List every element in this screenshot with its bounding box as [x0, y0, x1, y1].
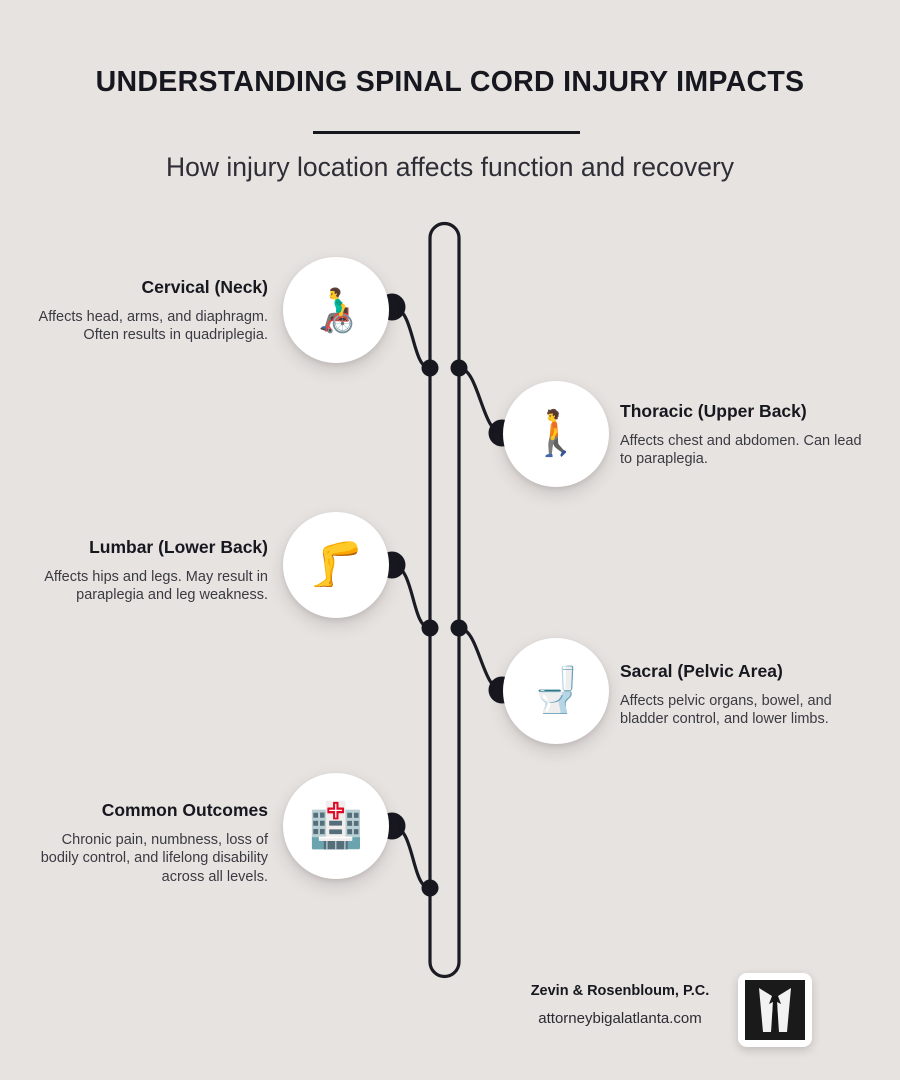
- rail-node-right-mid: [450, 619, 468, 637]
- icon-bubble-sacral: 🚽: [503, 638, 609, 744]
- footer-branding: Zevin & Rosenbloum, P.C. attorneybigalat…: [486, 983, 754, 1027]
- suit-and-tie-icon: [738, 973, 812, 1047]
- rail-node-left-mid: [421, 619, 439, 637]
- section-outcomes-heading: Common Outcomes: [101, 800, 268, 820]
- firm-name: Zevin & Rosenbloum, P.C.: [530, 983, 710, 999]
- section-sacral: Sacral (Pelvic Area) Affects pelvic orga…: [620, 661, 870, 729]
- section-cervical: Cervical (Neck) Affects head, arms, and …: [28, 277, 268, 345]
- person-walking-icon: 🚶: [528, 409, 584, 458]
- title-divider: [313, 131, 580, 134]
- section-lumbar-body: Affects hips and legs. May result in par…: [44, 568, 268, 604]
- page-title: UNDERSTANDING SPINAL CORD INJURY IMPACTS: [95, 66, 805, 98]
- page-subtitle: How injury location affects function and…: [165, 152, 735, 182]
- icon-bubble-thoracic: 🚶: [503, 381, 609, 487]
- section-thoracic-body: Affects chest and abdomen. Can lead to p…: [620, 432, 862, 468]
- toilet-icon: 🚽: [528, 666, 584, 715]
- person-in-manual-wheelchair-icon: 👨‍🦽: [308, 285, 364, 334]
- section-thoracic: Thoracic (Upper Back) Affects chest and …: [620, 401, 870, 469]
- icon-bubble-outcomes: 🏥: [283, 773, 389, 879]
- leg-icon: 🦵: [308, 540, 364, 589]
- rail-node-left-upper: [421, 359, 439, 377]
- website-url[interactable]: attorneybigalatlanta.com: [538, 1010, 702, 1027]
- section-sacral-body: Affects pelvic organs, bowel, and bladde…: [620, 692, 832, 728]
- section-cervical-body: Affects head, arms, and diaphragm. Often…: [38, 308, 268, 344]
- hospital-icon: 🏥: [308, 801, 364, 850]
- rail-node-left-lower: [421, 879, 439, 897]
- section-lumbar: Lumbar (Lower Back) Affects hips and leg…: [28, 537, 268, 605]
- section-thoracic-heading: Thoracic (Upper Back): [620, 401, 807, 421]
- section-outcomes: Common Outcomes Chronic pain, numbness, …: [28, 800, 268, 887]
- section-sacral-heading: Sacral (Pelvic Area): [620, 661, 783, 681]
- icon-bubble-cervical: 👨‍🦽: [283, 257, 389, 363]
- section-lumbar-heading: Lumbar (Lower Back): [89, 537, 268, 557]
- spine-rail-loop: [428, 221, 461, 979]
- rail-node-right-upper: [450, 359, 468, 377]
- section-cervical-heading: Cervical (Neck): [141, 277, 268, 297]
- icon-bubble-lumbar: 🦵: [283, 512, 389, 618]
- section-outcomes-body: Chronic pain, numbness, loss of bodily c…: [40, 831, 268, 885]
